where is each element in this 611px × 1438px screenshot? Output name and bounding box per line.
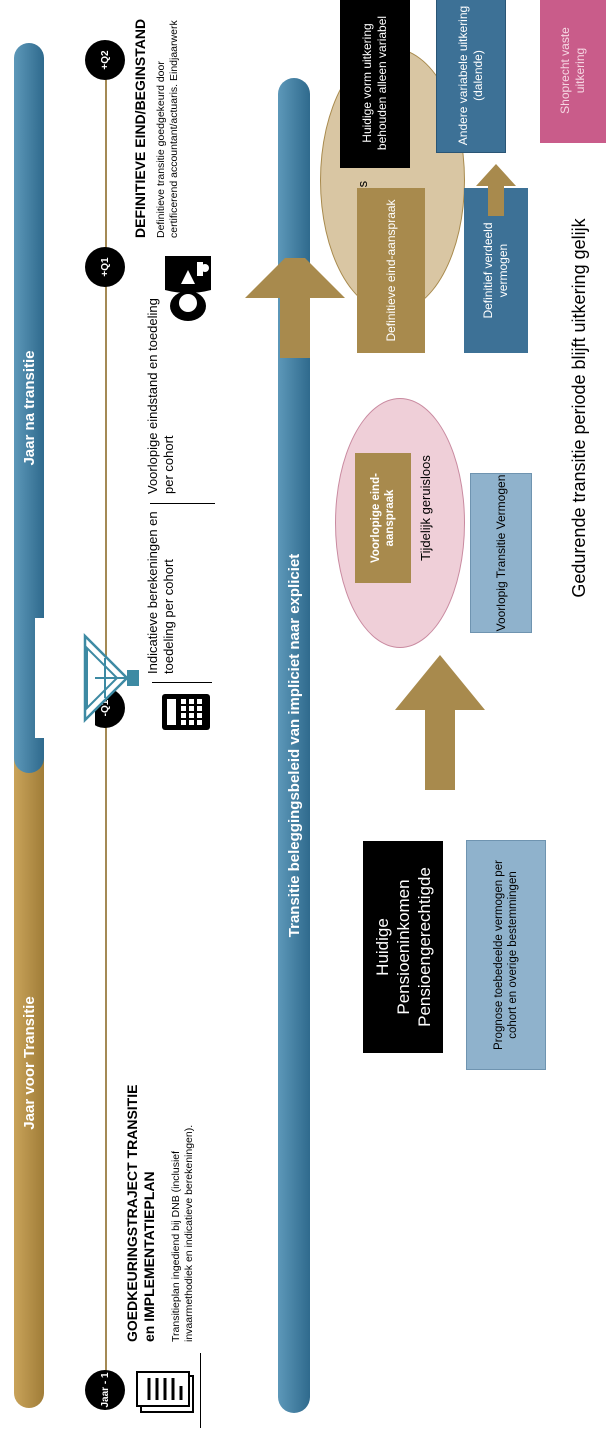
voorlopige-aanspraak-box: Voorlopige eind-aanspraak bbox=[355, 453, 411, 583]
voorlopige-aanspraak-label: Voorlopige eind-aanspraak bbox=[370, 473, 396, 563]
huidige-line-2: Pensioeninkomen bbox=[393, 879, 413, 1015]
voorlopig-vermogen-label: Voorlopig Transitie Vermogen bbox=[493, 474, 508, 632]
huidige-line-3: Pensioengerechtigde bbox=[414, 867, 434, 1027]
prognose-box: Prognose toebedeelde vermogen per cohort… bbox=[466, 840, 546, 1070]
phase-label-jaar-na: Jaar na transitie bbox=[20, 350, 38, 466]
goedkeuring-title: GOEDKEURINGSTRAJECT TRANSITIE en IMPLEME… bbox=[124, 1084, 157, 1342]
huidige-line-1: Huidige bbox=[372, 918, 392, 976]
footer-caption: Gedurende transitie periode blijft uitke… bbox=[569, 218, 589, 598]
arrow-up-to-voorlopige bbox=[395, 655, 485, 790]
voorlopig-vermogen-box: Voorlopig Transitie Vermogen bbox=[470, 473, 532, 633]
prognose-text: Prognose toebedeelde vermogen per cohort… bbox=[493, 860, 519, 1050]
definitief-vermogen-label: Definitief verdeeld vermogen bbox=[481, 222, 510, 319]
definitieve-text: Definitieve transitie goedgekeurd door c… bbox=[155, 20, 180, 238]
balance-scale-icon bbox=[35, 618, 145, 738]
huidige-box: Huidige Pensioeninkomen Pensioengerechti… bbox=[363, 841, 443, 1053]
definitieve-aanspraak-label: Definitieve eind-aanspraak bbox=[383, 199, 398, 342]
phase-bar-jaar-voor: Jaar voor Transitie bbox=[14, 718, 44, 1408]
indicatieve-connector bbox=[152, 682, 212, 683]
option-box-3: Shoprecht vaste uitkering bbox=[540, 0, 606, 143]
option-label-3: Shoprecht vaste uitkering bbox=[558, 27, 587, 114]
marker-plus-q2: +Q2 bbox=[85, 40, 125, 80]
indicatieve-text: Indicatieve berekeningen en toedeling pe… bbox=[145, 511, 176, 674]
definitieve-title: DEFINITIEVE EIND/BEGINSTAND bbox=[132, 18, 148, 238]
tijdelijk-label: Tijdelijk geruisloos bbox=[418, 455, 433, 561]
document-underline bbox=[200, 1353, 201, 1428]
option-label-2: Andere variabele uitkering (dalende) bbox=[456, 5, 485, 146]
document-icon bbox=[135, 1368, 199, 1416]
goedkeuring-text: Transitieplan ingediend bij DNB (inclusi… bbox=[170, 1124, 195, 1342]
option-box-2: Andere variabele uitkering (dalende) bbox=[436, 0, 506, 153]
calculator-icon bbox=[160, 692, 212, 732]
voorlopige-connector bbox=[150, 503, 215, 504]
marker-plus-q1: +Q1 bbox=[85, 247, 125, 287]
transition-bar-label: Transitie beleggingsbeleid van impliciet… bbox=[285, 553, 303, 938]
arrow-up-to-definitieve bbox=[235, 248, 355, 368]
phase-label-jaar-voor: Jaar voor Transitie bbox=[20, 996, 38, 1130]
option-label-1: Huidige vorm uitkering behouden alleen v… bbox=[360, 15, 389, 151]
accountant-icon bbox=[155, 248, 221, 326]
marker-jaar-min-1: Jaar - 1 bbox=[85, 1370, 125, 1410]
arrow-up-to-options bbox=[476, 164, 516, 216]
option-box-1: Huidige vorm uitkering behouden alleen v… bbox=[340, 0, 410, 168]
definitieve-aanspraak-box: Definitieve eind-aanspraak bbox=[357, 188, 425, 353]
